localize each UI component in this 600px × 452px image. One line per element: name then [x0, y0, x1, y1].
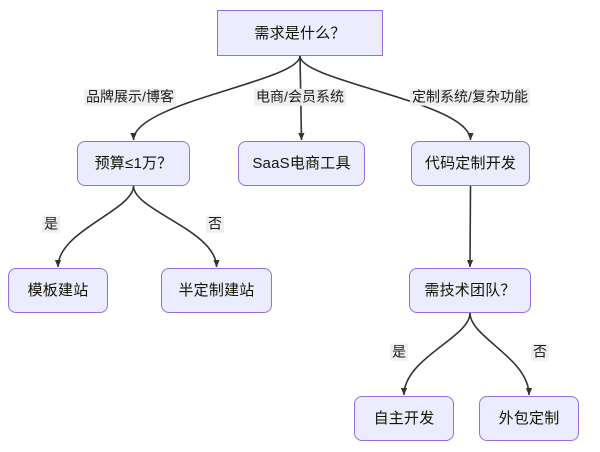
node-label: 代码定制开发 [424, 155, 517, 172]
edge-label-budget-to-template: 是 [42, 215, 60, 233]
node-budget[interactable]: 预算≤1万？ [77, 141, 190, 186]
node-label: 外包定制 [498, 410, 560, 427]
e-root-budget [130, 55, 301, 141]
node-label: 需求是什么？ [254, 24, 346, 42]
edge-label-needteam-to-inhouse: 是 [390, 343, 408, 361]
node-custom[interactable]: 代码定制开发 [411, 141, 530, 186]
node-label: SaaS电商工具 [252, 155, 351, 172]
node-template[interactable]: 模板建站 [8, 268, 108, 313]
e-custom-needteam [466, 185, 474, 268]
node-label: 模板建站 [27, 282, 89, 299]
node-semicustom[interactable]: 半定制建站 [161, 268, 272, 313]
node-needteam[interactable]: 需技术团队？ [409, 268, 531, 313]
e-root-custom [299, 55, 474, 141]
edge-label-needteam-to-outsource: 否 [531, 343, 549, 361]
node-inhouse[interactable]: 自主开发 [354, 396, 454, 441]
e-budget-semicustom [132, 185, 220, 268]
edge-label-root-to-budget: 品牌展示/博客 [84, 88, 176, 106]
e-needteam-inhouse [400, 312, 471, 396]
node-saas[interactable]: SaaS电商工具 [238, 141, 365, 186]
node-label: 半定制建站 [178, 282, 255, 299]
node-label: 预算≤1万？ [94, 155, 173, 172]
edge-label-root-to-custom: 定制系统/复杂功能 [410, 88, 530, 106]
node-label: 需技术团队？ [424, 282, 516, 299]
node-label: 自主开发 [373, 410, 435, 427]
e-budget-template [54, 185, 135, 268]
node-outsource[interactable]: 外包定制 [479, 396, 579, 441]
edge-label-root-to-saas: 电商/会员系统 [254, 88, 346, 106]
e-needteam-outsource [469, 312, 533, 396]
node-root[interactable]: 需求是什么？ [217, 10, 383, 56]
edge-label-budget-to-semicustom: 否 [206, 215, 224, 233]
